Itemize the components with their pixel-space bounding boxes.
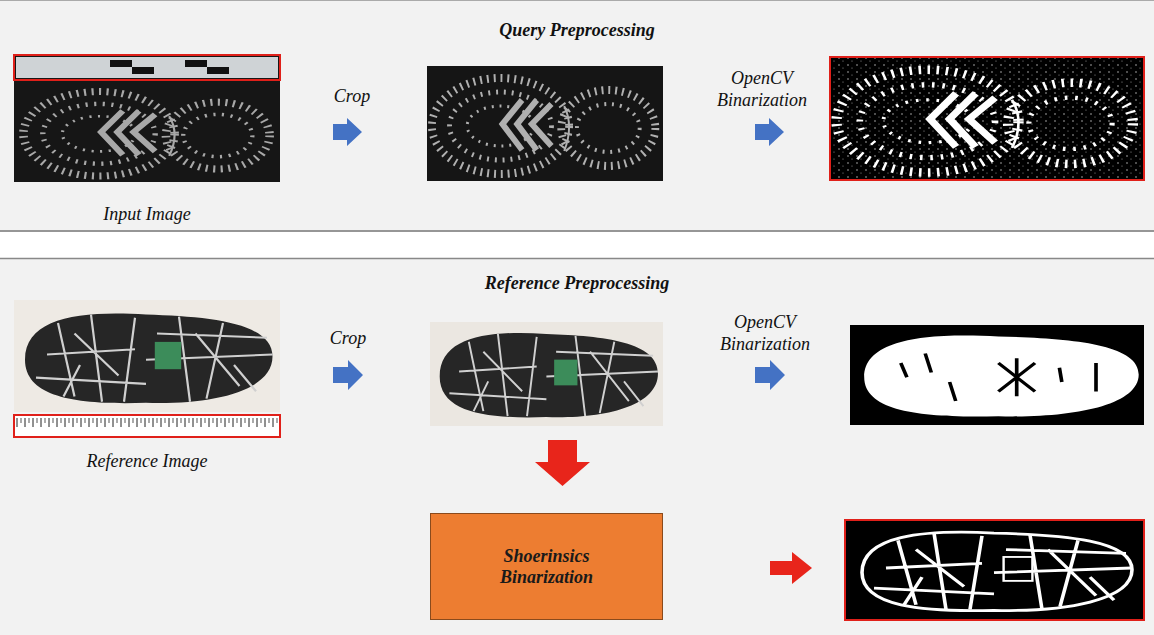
image-frame: Reference Image	[14, 300, 280, 472]
image-caption: Input Image	[14, 204, 280, 225]
image-frame: Input Image	[14, 55, 280, 225]
panel-title: Reference Preprocessing	[0, 273, 1154, 294]
step-label: OpenCV Binarization	[710, 68, 814, 111]
image-caption: Reference Image	[14, 451, 280, 472]
step-label: Crop	[300, 86, 404, 108]
panel-title: Query Preprocessing	[0, 20, 1154, 41]
box-label: Shoerinsics Binarization	[431, 540, 662, 594]
process-box: Shoerinsics Binarization	[430, 513, 663, 620]
panel-band: Query PreprocessingInput Image	[0, 0, 1154, 232]
step-label: OpenCV Binarization	[713, 312, 817, 355]
panel-band: Reference PreprocessingReference ImageSh…	[0, 258, 1154, 635]
step-label: Crop	[296, 328, 400, 350]
